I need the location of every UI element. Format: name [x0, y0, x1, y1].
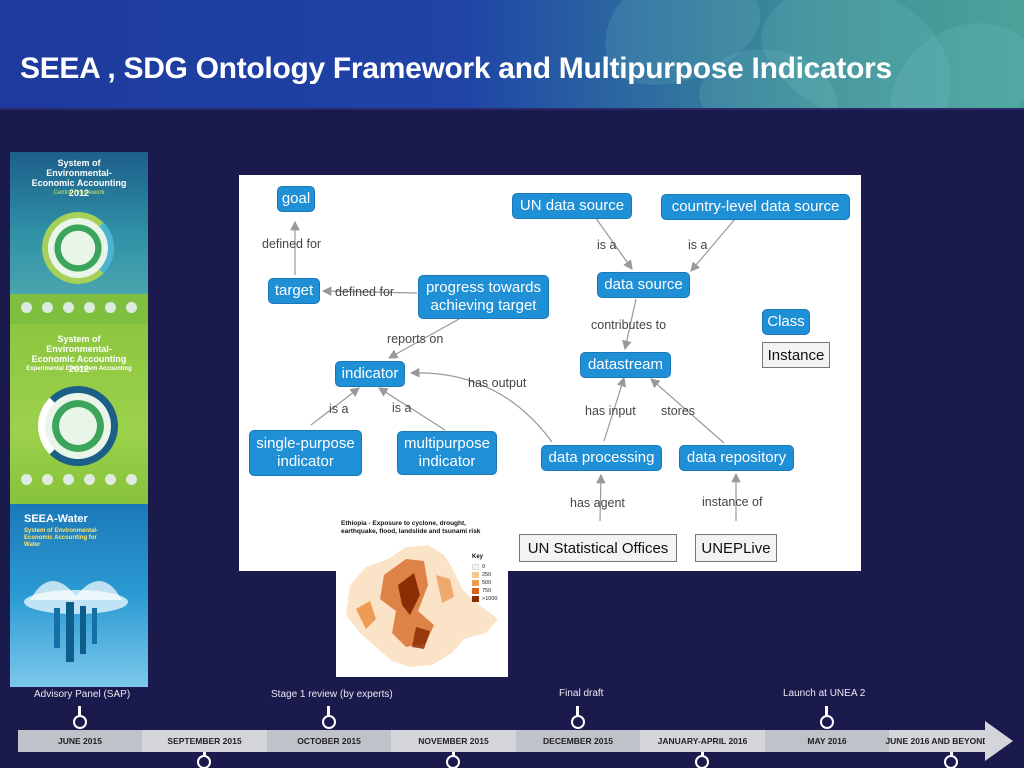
edge-label-has-output: has output	[468, 376, 527, 390]
timeline-segment: JUNE 2016 AND BEYOND	[885, 730, 989, 752]
timeline-segment: MAY 2016	[765, 730, 889, 752]
legend-instance-node[interactable]: Instance	[762, 342, 830, 368]
map-key-row: 500	[472, 580, 491, 586]
milestone-stem	[452, 752, 455, 756]
timeline-segment: JANUARY-APRIL 2016	[640, 730, 765, 752]
edge-label-has-input: has input	[585, 404, 636, 418]
cover-central-framework[interactable]: System of Environmental-Economic Account…	[10, 152, 148, 294]
globe-icon	[42, 212, 114, 284]
project-timeline: Advisory Panel (SAP) Stage 1 review (by …	[0, 680, 1024, 768]
timeline-segment: JUNE 2015	[18, 730, 142, 752]
edge-label-defined-for: defined for	[262, 237, 322, 251]
milestone-label: Advisory Panel (SAP)	[34, 689, 131, 700]
node-datastream[interactable]: datastream	[580, 352, 671, 378]
milestone-stem	[203, 752, 206, 756]
node-data-processing[interactable]: data processing	[541, 445, 662, 471]
milestone-pin[interactable]	[197, 755, 211, 768]
edge-label-is-a: is a	[329, 402, 349, 416]
ethiopia-risk-map: Ethiopia - Exposure to cyclone, drought,…	[336, 515, 508, 677]
cover-logo-band	[10, 294, 148, 324]
node-country-level-data-source[interactable]: country-level data source	[661, 194, 850, 220]
book-covers: System of Environmental-Economic Account…	[10, 152, 148, 687]
milestone-pin[interactable]	[571, 715, 585, 729]
timeline-segment: NOVEMBER 2015	[391, 730, 516, 752]
edge-label-stores: stores	[661, 404, 696, 418]
edge-label-is-a: is a	[688, 238, 708, 252]
ethiopia-map-shape	[346, 545, 498, 667]
legend-class-node[interactable]: Class	[762, 309, 810, 335]
node-target[interactable]: target	[268, 278, 320, 304]
node-un-statistical-offices[interactable]: UN Statistical Offices	[519, 534, 677, 562]
node-single-purpose-indicator[interactable]: single-purpose indicator	[249, 430, 362, 476]
milestone-label: Stage 1 review (by experts)	[271, 689, 393, 700]
edge-label-is-a: is a	[392, 401, 412, 415]
milestone-pin[interactable]	[73, 715, 87, 729]
cover-title: System of Environmental-Economic Account…	[31, 158, 127, 198]
node-data-source[interactable]: data source	[597, 272, 690, 298]
cover-subtitle: System of Environmental-Economic Account…	[24, 528, 99, 548]
edge-label-contributes-to: contributes to	[591, 318, 667, 332]
milestone-stem	[576, 706, 579, 716]
milestone-pin[interactable]	[820, 715, 834, 729]
node-indicator[interactable]: indicator	[335, 361, 405, 387]
node-goal[interactable]: goal	[277, 186, 315, 212]
map-key-row: 250	[472, 572, 491, 578]
timeline-arrow-head	[985, 721, 1013, 761]
milestone-pin[interactable]	[322, 715, 336, 729]
timeline-segment: OCTOBER 2015	[267, 730, 391, 752]
ontology-diagram: goal target progress towards achieving t…	[239, 175, 861, 571]
cover-title: SEEA-Water	[24, 513, 88, 525]
cover-title: System of Environmental-Economic Account…	[31, 334, 127, 374]
milestone-pin[interactable]	[695, 755, 709, 768]
node-uneplive[interactable]: UNEPLive	[695, 534, 777, 562]
timeline-segment: SEPTEMBER 2015	[142, 730, 267, 752]
milestone-stem	[78, 706, 81, 716]
diagram-edges	[290, 216, 741, 522]
map-key-row: 0	[472, 564, 485, 570]
node-progress-towards-achieving-target[interactable]: progress towards achieving target	[418, 275, 549, 319]
milestone-pin[interactable]	[446, 755, 460, 768]
node-multipurpose-indicator[interactable]: multipurpose indicator	[397, 431, 497, 475]
milestone-stem	[950, 752, 953, 756]
cover-ecosystem-accounting[interactable]: System of Environmental-Economic Account…	[10, 324, 148, 504]
edge-label-is-a: is a	[597, 238, 617, 252]
cover-seea-water[interactable]: SEEA-Water System of Environmental-Econo…	[10, 504, 148, 687]
milestone-stem	[327, 706, 330, 716]
map-key-row: >1000	[472, 596, 497, 602]
edge-label-defined-for: defined for	[335, 285, 395, 299]
node-un-data-source[interactable]: UN data source	[512, 193, 632, 219]
map-key-row: 750	[472, 588, 491, 594]
milestone-label: Final draft	[559, 688, 604, 699]
milestone-label: Launch at UNEA 2	[783, 688, 866, 699]
edge-label-reports-on: reports on	[387, 332, 444, 346]
milestone-stem	[825, 706, 828, 716]
milestone-stem	[701, 752, 704, 756]
edge-label-instance-of: instance of	[702, 495, 763, 509]
map-title: Ethiopia - Exposure to cyclone, drought,…	[341, 520, 481, 535]
map-key-title: Key	[472, 554, 484, 560]
globe-icon	[38, 386, 118, 466]
edge-label-has-agent: has agent	[570, 496, 625, 510]
cover-subtitle: Experimental Ecosystem Accounting	[26, 366, 132, 372]
node-data-repository[interactable]: data repository	[679, 445, 794, 471]
water-splash-icon	[24, 580, 128, 662]
timeline-segment: DECEMBER 2015	[516, 730, 640, 752]
milestone-pin[interactable]	[944, 755, 958, 768]
header-banner: SEEA , SDG Ontology Framework and Multip…	[0, 0, 1024, 110]
cover-subtitle: Central Framework	[53, 190, 105, 196]
page-title: SEEA , SDG Ontology Framework and Multip…	[20, 52, 892, 85]
